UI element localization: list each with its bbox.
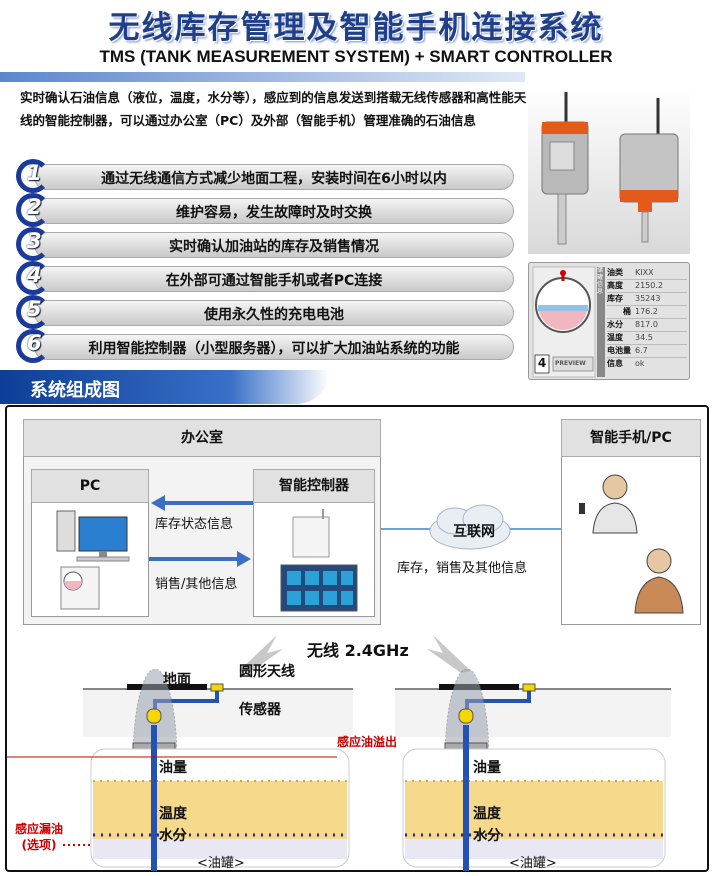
tank-label-left: <油罐>	[197, 856, 245, 871]
feature-item: 使用永久性的充电电池 5	[16, 295, 514, 329]
pc-header: PC	[31, 469, 149, 503]
internet-cloud-icon	[381, 504, 561, 550]
feature-bar	[34, 266, 514, 292]
wireless-signal-icon	[239, 635, 471, 673]
page-title: 无线库存管理及智能手机连接系统	[108, 10, 604, 46]
ground-label: 地面	[163, 672, 191, 688]
tank-right	[395, 669, 671, 871]
feature-text: 利用智能控制器（小型服务器），可以扩大加油站系统的功能	[88, 341, 460, 357]
temperature-label: 温度	[159, 806, 187, 822]
oil-level-label-right: 油量	[473, 760, 501, 776]
feature-text: 实时确认加油站的库存及销售情况	[169, 239, 379, 255]
number-badge-icon: 5	[16, 295, 50, 329]
controller-header: 智能控制器	[253, 469, 375, 503]
wireless-label: 无线 2.4GHz	[307, 641, 409, 660]
section-title-bar: 系统组成图	[0, 370, 330, 404]
feature-bar	[34, 198, 514, 224]
intro-text: 实时确认石油信息（液位，温度，水分等），感应到的信息发送到搭载无线传感器和高性能…	[20, 90, 527, 128]
feature-item: 维护容易，发生故障时及时交换 2	[16, 193, 514, 227]
internet-info-label: 库存，销售及其他信息	[397, 561, 528, 576]
controller-device-icon	[280, 509, 358, 612]
sensor-device-icon	[541, 92, 679, 245]
feature-text: 使用永久性的充电电池	[204, 307, 344, 323]
smartphone-pc-header: 智能手机/PC	[561, 419, 701, 457]
panel-tab[interactable]: 储罐信息	[597, 267, 604, 295]
internet-label: 互联网	[453, 524, 495, 540]
feature-item: 在外部可通过智能手机或者PC连接 4	[16, 261, 514, 295]
number-badge-icon: 3	[16, 227, 50, 261]
sensor-product-photo	[528, 86, 690, 254]
tank-label-right: <油罐>	[509, 856, 557, 871]
data-flow-arrows-icon	[149, 495, 253, 567]
tank-number: 4	[537, 356, 547, 370]
number-badge-icon: 4	[16, 261, 50, 295]
preview-label[interactable]: PREVIEW	[555, 360, 586, 367]
temperature-label-right: 温度	[473, 806, 501, 822]
antenna-label: 圆形天线	[239, 664, 295, 680]
leak-label: 感应漏油 (选项)	[14, 822, 63, 852]
water-label-right: 水分	[473, 828, 501, 844]
office-header: 办公室	[23, 419, 381, 457]
users-icon	[579, 474, 684, 614]
feature-bar	[34, 232, 514, 258]
inventory-status-label: 库存状态信息	[155, 517, 234, 532]
feature-bar	[34, 300, 514, 326]
oil-level-label: 油量	[159, 760, 187, 776]
tank-left	[7, 669, 353, 871]
tank-gauge-icon	[532, 266, 605, 378]
number-badge-icon: 1	[16, 159, 50, 193]
feature-bar	[34, 334, 514, 360]
overflow-label: 感应油溢出	[337, 735, 398, 749]
number-badge-icon: 2	[16, 193, 50, 227]
feature-text: 在外部可通过智能手机或者PC连接	[165, 273, 383, 289]
system-diagram: 办公室 PC 智能控制器 库存状态信息 销售/其他信息 互联网 库存，销售及其他…	[5, 405, 709, 872]
number-badge-icon: 6	[16, 329, 50, 363]
sensor-label: 传感器	[239, 702, 281, 718]
tank-diagram	[7, 669, 671, 871]
page-subtitle: TMS (TANK MEASUREMENT SYSTEM) + SMART CO…	[99, 47, 613, 66]
section-title: 系统组成图	[30, 380, 120, 401]
feature-item: 利用智能控制器（小型服务器），可以扩大加油站系统的功能 6	[16, 329, 514, 363]
feature-text: 通过无线通信方式减少地面工程，安装时间在6小时以内	[101, 171, 447, 187]
header-band	[0, 72, 525, 82]
feature-bar	[34, 164, 514, 190]
feature-item: 实时确认加油站的库存及销售情况 3	[16, 227, 514, 261]
feature-item: 通过无线通信方式减少地面工程，安装时间在6小时以内 1	[16, 159, 514, 193]
sales-info-label: 销售/其他信息	[155, 577, 238, 592]
computer-icon	[56, 510, 130, 610]
feature-text: 维护容易，发生故障时及时交换	[176, 205, 372, 221]
water-label: 水分	[159, 828, 187, 844]
